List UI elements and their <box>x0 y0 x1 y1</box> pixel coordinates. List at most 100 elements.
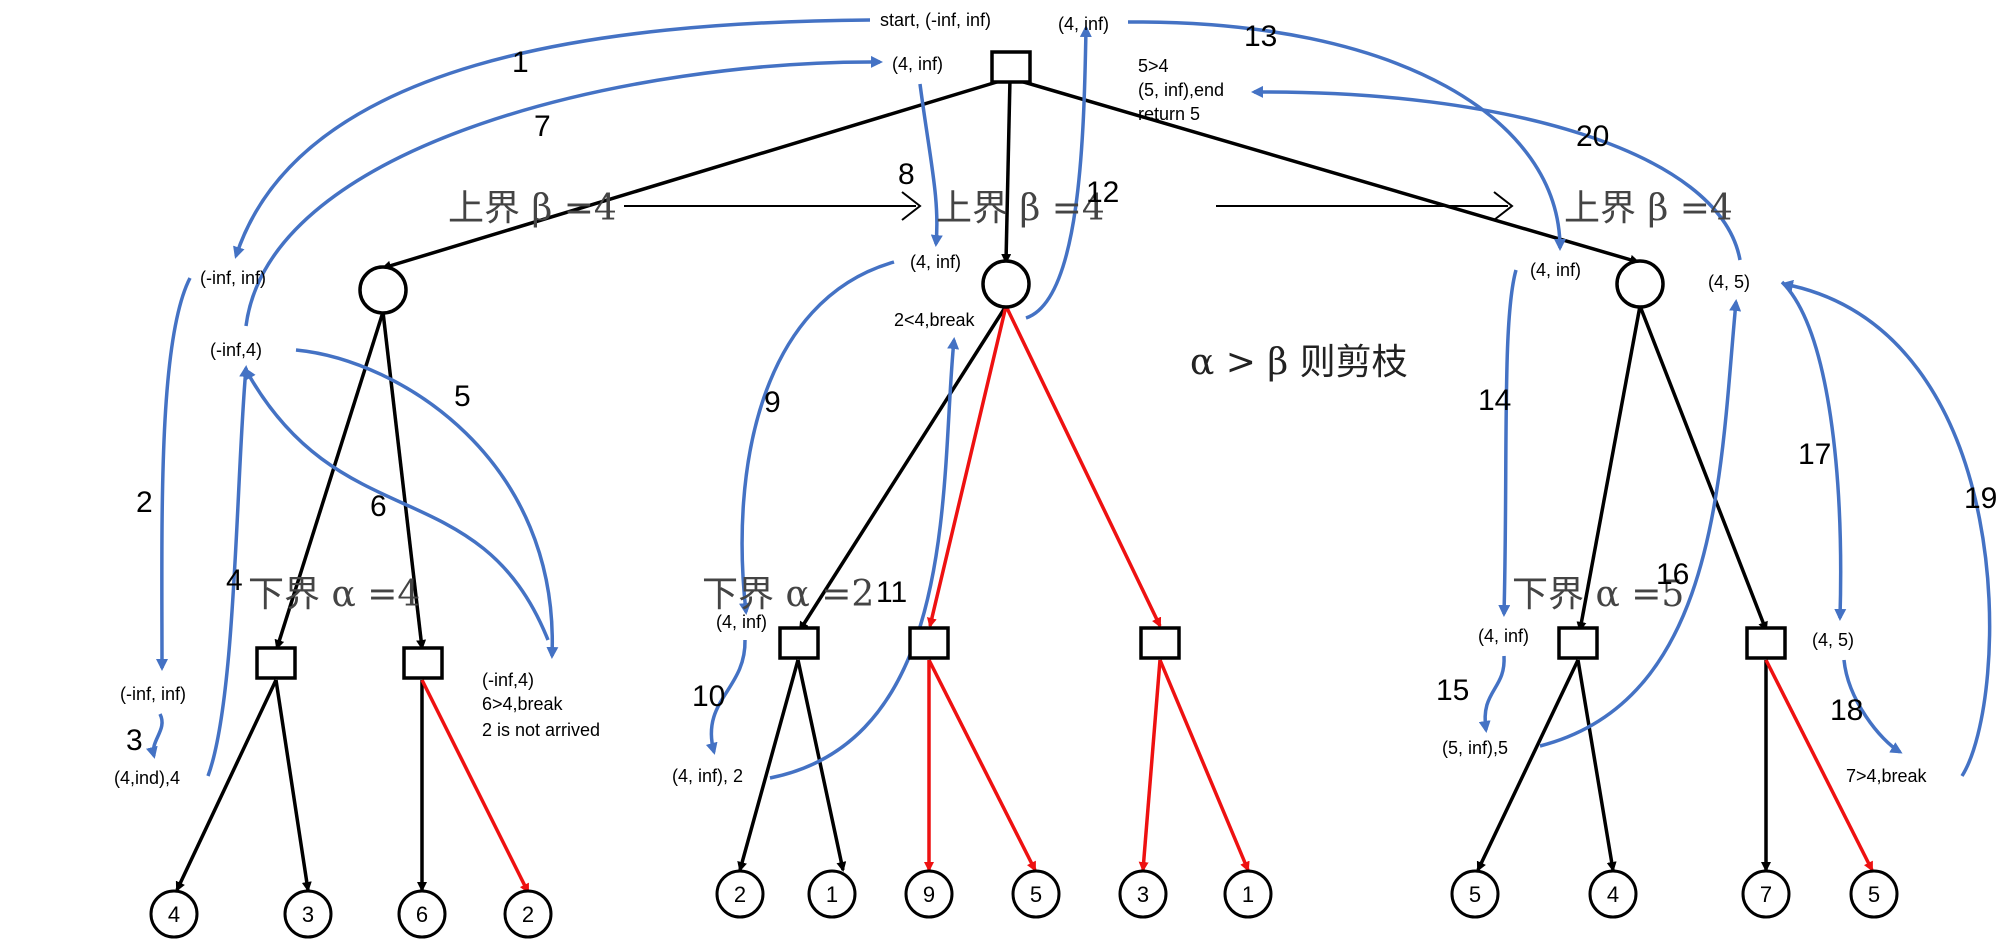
left-max2-label-1: (-inf,4) <box>482 670 534 690</box>
upper-bound-mid: 上界 β =4 <box>936 188 1105 229</box>
right-max-node-2 <box>1745 626 1787 660</box>
left-max2-label-3: 2 is not arrived <box>482 720 600 740</box>
trace-arrow-20 <box>1251 85 1742 261</box>
mid-max1-label-a: (4, inf) <box>716 612 767 632</box>
leaf-value: 5 <box>1030 882 1042 907</box>
trace-arrow-10 <box>705 639 747 755</box>
trace-arrow-14 <box>1498 269 1518 617</box>
trace-arrow-15 <box>1478 655 1506 733</box>
bound-arrow-right-head <box>1493 191 1514 221</box>
pruned-edge-mmax3-leaf2 <box>1158 659 1250 872</box>
edge-lmax1-leaf1 <box>175 679 278 892</box>
leaf-value: 1 <box>826 882 838 907</box>
leaf-node <box>1849 869 1899 919</box>
root-label-a: (4, inf) <box>892 54 943 74</box>
edge-lmin-max2 <box>381 311 427 650</box>
leaf-value: 6 <box>416 902 428 927</box>
leaf-node <box>904 869 954 919</box>
lower-bound-left: 下界 α =4 <box>248 574 420 615</box>
step-number: 8 <box>898 158 915 191</box>
leaf-node <box>1588 869 1638 919</box>
leaf-node <box>1223 869 1273 919</box>
start-label: start, (-inf, inf) <box>880 10 991 30</box>
trace-arrow-1 <box>233 18 871 259</box>
leaf-node <box>807 869 857 919</box>
lower-bound-mid: 下界 α =2 <box>702 574 874 615</box>
step-number: 11 <box>876 576 907 609</box>
step-number: 20 <box>1576 120 1609 153</box>
left-max1-label-a: (-inf, inf) <box>120 684 186 704</box>
leaf-node <box>149 889 199 939</box>
step-number: 16 <box>1656 558 1689 591</box>
pruned-edge-rmax2-leaf4 <box>1764 659 1874 872</box>
trace-arrow-8 <box>918 83 943 247</box>
leaf-value: 3 <box>302 902 314 927</box>
step-number: 17 <box>1798 438 1831 471</box>
pruned-edge-mmax2-leaf2 <box>927 659 1037 872</box>
step-number: 13 <box>1244 20 1277 53</box>
leaf-node <box>1741 869 1791 919</box>
pruned-edges <box>420 305 1874 894</box>
edge-rmax1-leaf1 <box>1476 659 1580 872</box>
mid-max-node-3 <box>1139 626 1181 660</box>
edge-rmin-max2 <box>1638 305 1768 632</box>
step-number: 5 <box>454 380 471 413</box>
right-max2-label-a: (4, 5) <box>1812 630 1854 650</box>
leaf-value: 4 <box>1607 882 1619 907</box>
left-max-node-2 <box>402 646 444 680</box>
leaf-node <box>397 889 447 939</box>
trace-arrow-17 <box>1780 280 1847 621</box>
tree-edges <box>175 76 1771 892</box>
step-number: 18 <box>1830 694 1863 727</box>
prune-rule: α > β 则剪枝 <box>1190 342 1408 383</box>
trace-arrows <box>146 18 1992 780</box>
bound-propagation <box>624 191 1514 221</box>
leaf-value: 2 <box>522 902 534 927</box>
root-max-node <box>990 50 1032 84</box>
right-min-node <box>1615 259 1665 309</box>
leaves: 4 3 6 2 2 1 9 5 3 1 5 4 7 5 <box>149 869 1899 939</box>
mid-max1-label-b: (4, inf), 2 <box>672 766 743 786</box>
trace-arrow-12 <box>1025 25 1092 320</box>
left-max-node-1 <box>255 646 297 680</box>
leaf-value: 5 <box>1469 882 1481 907</box>
edge-root-mid <box>1001 77 1012 264</box>
step-number: 14 <box>1478 384 1511 417</box>
bound-arrow-left-head <box>901 191 922 221</box>
root-result-line1: 5>4 <box>1138 56 1169 76</box>
mid-max-node-1 <box>778 626 820 660</box>
pruned-edge-mmax3-leaf1 <box>1138 659 1162 872</box>
state-labels: start, (-inf, inf) (4, inf) (4, inf) 5>4… <box>114 10 1928 788</box>
trace-arrow-13 <box>1127 20 1566 251</box>
step-number: 2 <box>136 486 153 519</box>
trace-arrow-6 <box>244 367 550 641</box>
step-number: 15 <box>1436 674 1469 707</box>
left-max1-label-b: (4,ind),4 <box>114 768 180 788</box>
trace-arrow-4 <box>206 365 252 777</box>
edge-rmin-max1 <box>1576 305 1642 632</box>
step-number: 6 <box>370 490 387 523</box>
trace-arrow-3 <box>146 713 164 759</box>
pruned-edge-mmin-max3 <box>1004 305 1162 628</box>
trace-arrow-7 <box>244 55 883 327</box>
upper-bound-right: 上界 β =4 <box>1564 188 1733 229</box>
right-min-label-a: (4, inf) <box>1530 260 1581 280</box>
edge-root-left <box>381 76 1011 271</box>
left-max2-label-2: 6>4,break <box>482 694 564 714</box>
leaf-value: 4 <box>168 902 180 927</box>
leaf-node <box>1118 869 1168 919</box>
step-number: 7 <box>534 110 551 143</box>
leaf-value: 9 <box>923 882 935 907</box>
leaf-node <box>503 889 553 939</box>
lower-bound-right: 下界 α =5 <box>1512 574 1684 615</box>
max-nodes <box>255 50 1787 680</box>
leaf-node <box>1011 869 1061 919</box>
mid-min-node <box>981 259 1031 309</box>
edge-mmax1-leaf2 <box>796 659 847 872</box>
trace-arrow-5 <box>295 348 559 659</box>
mid-max-node-2 <box>908 626 950 660</box>
bound-labels: 上界 β =4 上界 β =4 上界 β =4 下界 α =4 下界 α =2 … <box>248 188 1733 615</box>
left-min-label-b: (-inf,4) <box>210 340 262 360</box>
leaf-value: 3 <box>1137 882 1149 907</box>
